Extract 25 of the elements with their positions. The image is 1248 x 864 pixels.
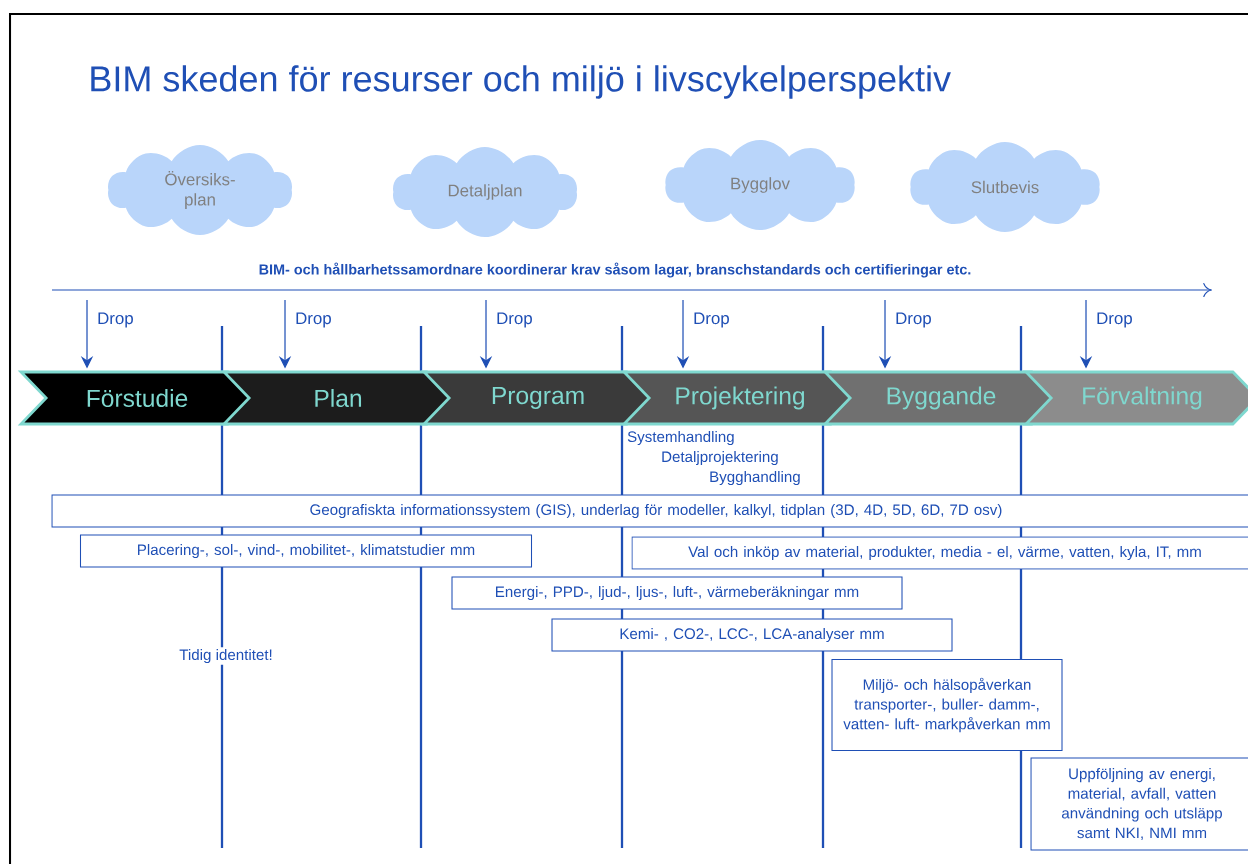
text-box: Miljö- och hälsopåverkan transporter-, buller- damm-, vatten- luft- markpåverkan mm <box>831 659 1063 752</box>
phase-label: Bygghandling <box>707 469 803 487</box>
text-box: Val och inköp av material, produkter, media - el, värme, vatten, kyla, IT, mm <box>631 536 1248 570</box>
text-box: Geografiskta informationssystem (GIS), underlag för modeller, kalkyl, tidplan (3D, 4D, 5D, 6D, 7D osv) <box>51 494 1248 528</box>
cloud: Slutbevis <box>910 142 1100 232</box>
phase-label: Detaljprojektering <box>659 449 781 467</box>
edge-label: Drop <box>98 312 133 328</box>
note-text: Tidig identitet! <box>177 647 275 665</box>
edge-label: Drop <box>1097 312 1132 328</box>
title: BIM skeden för resurser och miljö i livscykelperspektiv <box>91 65 951 99</box>
text-box: Placering-, sol-, vind-, mobilitet-, klimatstudier mm <box>79 534 533 568</box>
cloud: Bygglov <box>665 140 855 230</box>
phase-band: Förstudie <box>17 370 255 426</box>
text-box: Energi-, PPD-, ljud-, ljus-, luft-, värmeberäkningar mm <box>451 576 903 610</box>
text-box: Kemi- , CO2-, LCC-, LCA-analyser mm <box>551 618 953 652</box>
edge-label: Drop <box>896 312 931 328</box>
cloud: Detaljplan <box>393 147 577 237</box>
text-box: Uppföljning av energi, material, avfall, vatten användning och utsläpp samt NKI, NMI mm <box>1030 757 1248 851</box>
bold-caption: BIM- och hållbarhetssamordnare koordinerar krav såsom lagar, branschstandards och certifieringar etc. <box>256 260 974 280</box>
edge-label: Drop <box>296 312 331 328</box>
edge-label: Drop <box>694 312 729 328</box>
phase-label: Systemhandling <box>625 429 737 447</box>
edge-label: Drop <box>497 312 532 328</box>
phase-band: Förvaltning <box>1022 370 1248 426</box>
cloud: Översiks- plan <box>108 145 292 235</box>
